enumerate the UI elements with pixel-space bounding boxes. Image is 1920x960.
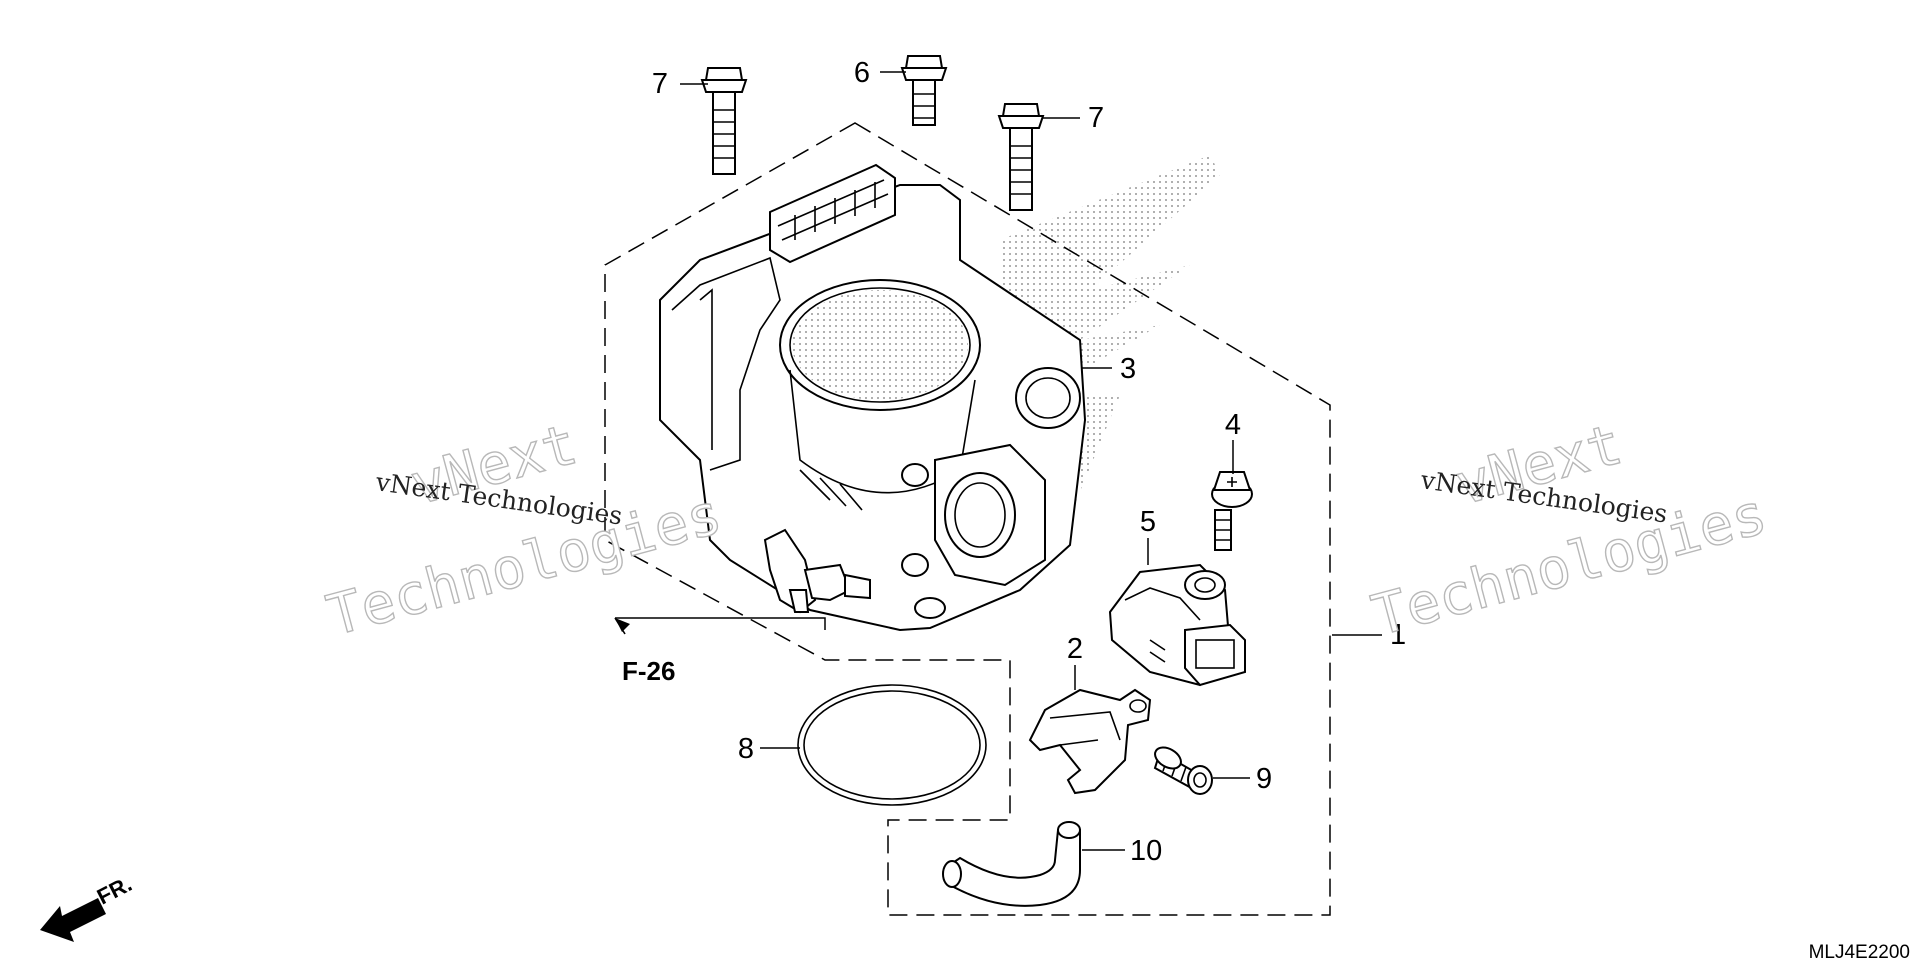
bracket[interactable] — [1028, 688, 1152, 795]
bolt-7-left[interactable] — [700, 67, 748, 175]
hose[interactable] — [942, 821, 1081, 907]
callout-1: 1 — [1390, 619, 1406, 651]
watermark-left: vNext Technologies vNext Technologies — [320, 411, 729, 650]
bolt-9[interactable] — [1151, 743, 1213, 795]
callout-10: 10 — [1130, 835, 1162, 867]
reference-label[interactable]: F-26 — [622, 656, 675, 686]
leader-lines — [680, 71, 1382, 851]
bolt-6[interactable] — [900, 55, 948, 126]
callout-2: 2 — [1067, 633, 1083, 665]
callout-3: 3 — [1120, 353, 1136, 385]
assembly-boundary — [604, 122, 1331, 916]
callout-7-right: 7 — [1088, 102, 1104, 134]
throttle-body[interactable] — [659, 163, 1087, 632]
callout-6: 6 — [854, 57, 870, 89]
callout-4: 4 — [1225, 409, 1241, 441]
reference-arrow — [614, 617, 826, 635]
screw-4[interactable] — [1211, 471, 1253, 551]
watermark-right: vNext Technologies vNext Technologies — [1365, 411, 1774, 650]
callout-8: 8 — [738, 733, 754, 765]
map-sensor[interactable] — [1108, 563, 1246, 687]
diagram-code: MLJ4E2200 — [1809, 942, 1910, 960]
bolt-7-right[interactable] — [997, 103, 1045, 211]
callout-5: 5 — [1140, 506, 1156, 538]
callout-7-left: 7 — [652, 68, 668, 100]
callout-9: 9 — [1256, 763, 1272, 795]
front-direction-arrow: FR. — [40, 871, 136, 942]
o-ring[interactable] — [797, 684, 987, 806]
